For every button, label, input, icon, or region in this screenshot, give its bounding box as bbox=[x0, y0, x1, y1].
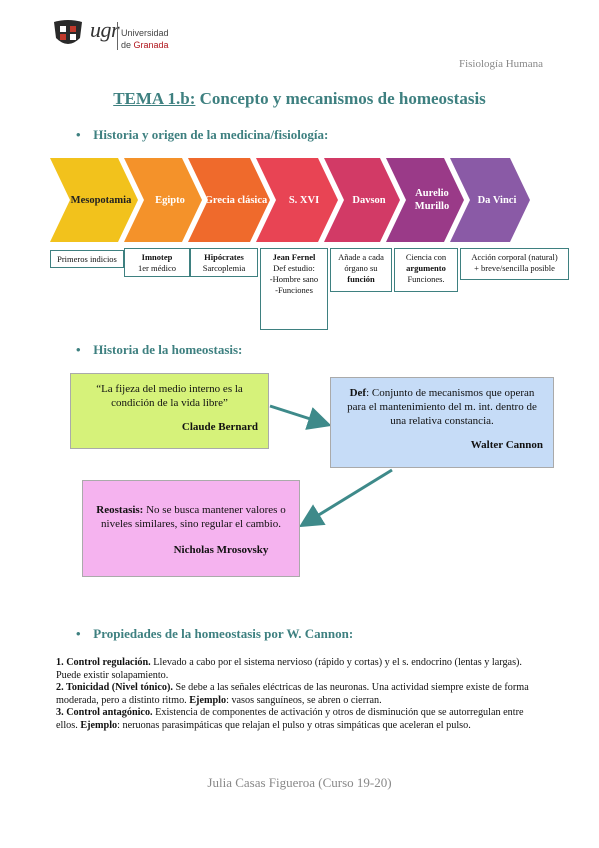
timeline-step-0: Mesopotamia bbox=[50, 158, 138, 242]
timeline-step-label: S. XVI bbox=[288, 194, 320, 206]
university-line2: de Granada bbox=[121, 39, 169, 51]
property-example-label: Ejemplo bbox=[80, 719, 118, 731]
section-heading-properties: • Propiedades de la homeostasis por W. C… bbox=[76, 626, 354, 641]
mros-text: No se busca mantener valores o niveles s… bbox=[101, 504, 286, 530]
section-heading-history: • Historia y origen de la medicina/fisio… bbox=[76, 127, 329, 142]
bernard-quote: “La fijeza del medio interno es la condi… bbox=[96, 383, 243, 409]
footer: Julia Casas Figueroa (Curso 19-20) bbox=[207, 775, 392, 790]
note-text: Funciones. bbox=[407, 274, 445, 284]
header-subject: Fisiología Humana bbox=[458, 58, 543, 70]
timeline-step-label: Da Vinci bbox=[477, 194, 517, 206]
timeline-note-mesopotamia: Primeros indicios bbox=[50, 250, 124, 268]
note-text: Def estudio: bbox=[273, 263, 315, 273]
properties-list: 1. Control regulación. Llevado a cabo po… bbox=[56, 657, 546, 733]
mros-author: Nicholas Mrosovsky bbox=[173, 544, 269, 556]
cannon-def-label: Def bbox=[349, 387, 367, 399]
mros-label: Reostasis: bbox=[96, 504, 144, 516]
note-bold: Imnotep bbox=[141, 252, 173, 262]
section-heading-homeostasis-history: • Historia de la homeostasis: bbox=[76, 342, 243, 357]
property-title: 3. Control antagónico. bbox=[56, 707, 153, 719]
property-example: : vasos sanguíneos, se abren o cierran. bbox=[226, 694, 382, 706]
card-nicholas-mrosovsky: Reostasis: No se busca mantener valores … bbox=[82, 480, 300, 577]
property-title: 2. Tonicidad (Nivel tónico). bbox=[56, 682, 173, 694]
note-text: + breve/sencilla posible bbox=[474, 263, 555, 273]
note-bold: función bbox=[347, 274, 375, 284]
note-text: Primeros indicios bbox=[57, 254, 117, 264]
timeline-step-3: S. XVI bbox=[256, 158, 338, 242]
note-text: Sarcoplemia bbox=[202, 263, 246, 273]
section-history-label: Historia y origen de la medicina/fisiolo… bbox=[93, 127, 329, 142]
timeline-step-label: Davson bbox=[352, 194, 386, 206]
note-bold: argumento bbox=[406, 263, 446, 273]
timeline-step-label: Aurelio Murillo bbox=[414, 188, 450, 212]
cannon-author: Walter Cannon bbox=[470, 439, 543, 451]
university-city: Granada bbox=[133, 40, 169, 50]
property-example: : neruonas parasimpáticas que relajan el… bbox=[117, 719, 471, 731]
property-title: 1. Control regulación. bbox=[56, 657, 151, 668]
card-walter-cannon: Def: Conjunto de mecanismos que operan p… bbox=[330, 377, 554, 468]
university-line1: Universidad bbox=[121, 28, 169, 38]
arrow-bernard-to-cannon bbox=[269, 404, 332, 430]
timeline-step-label: Mesopotamia bbox=[70, 194, 132, 206]
property-1: 1. Control regulación. Llevado a cabo po… bbox=[56, 657, 546, 682]
note-text: -Hombre sano bbox=[269, 274, 319, 284]
title-prefix: TEMA 1.b: bbox=[113, 89, 196, 108]
cannon-def: : Conjunto de mecanismos que operan para… bbox=[347, 387, 537, 427]
card-claude-bernard: “La fijeza del medio interno es la condi… bbox=[70, 373, 269, 449]
note-text: Acción corporal (natural) bbox=[471, 252, 558, 262]
note-text: -Funciones bbox=[275, 285, 313, 295]
ugr-logo-text: ugr bbox=[90, 17, 120, 42]
university-prefix: de bbox=[121, 40, 134, 50]
property-text: Existencia de componentes de activación … bbox=[56, 707, 524, 731]
property-example-label: Ejemplo bbox=[189, 694, 227, 706]
arrow-cannon-to-mrosovsky bbox=[298, 468, 393, 528]
note-bold: Hipócrates bbox=[204, 252, 244, 262]
timeline-step-label: Grecia clásica bbox=[204, 194, 268, 206]
title-text: Concepto y mecanismos de homeostasis bbox=[195, 89, 486, 108]
note-text: 1er médico bbox=[138, 263, 176, 273]
logo-divider bbox=[117, 22, 118, 50]
property-text: Se debe a las señales eléctricas de las … bbox=[56, 682, 529, 706]
section-properties-label: Propiedades de la homeostasis por W. Can… bbox=[93, 626, 354, 641]
page-title: TEMA 1.b: Concepto y mecanismos de homeo… bbox=[0, 89, 599, 109]
note-text: Ciencia con bbox=[405, 252, 447, 262]
note-bold: Jean Fernel bbox=[272, 252, 316, 262]
property-3: 3. Control antagónico. Existencia de com… bbox=[56, 707, 546, 732]
university-emblem-icon bbox=[54, 20, 82, 44]
property-2: 2. Tonicidad (Nivel tónico). Se debe a l… bbox=[56, 682, 546, 707]
property-text: Llevado a cabo por el sistema nervioso (… bbox=[56, 657, 522, 681]
note-text: Añade a cada bbox=[338, 252, 384, 262]
university-name: Universidad de Granada bbox=[121, 27, 169, 51]
timeline-step-label: Egipto bbox=[155, 194, 185, 206]
section-homeostasis-label: Historia de la homeostasis: bbox=[93, 342, 243, 357]
bernard-author: Claude Bernard bbox=[181, 421, 258, 433]
note-text: órgano su bbox=[344, 263, 378, 273]
timeline-note-davinci: Acción corporal (natural)+ breve/sencill… bbox=[460, 248, 569, 280]
